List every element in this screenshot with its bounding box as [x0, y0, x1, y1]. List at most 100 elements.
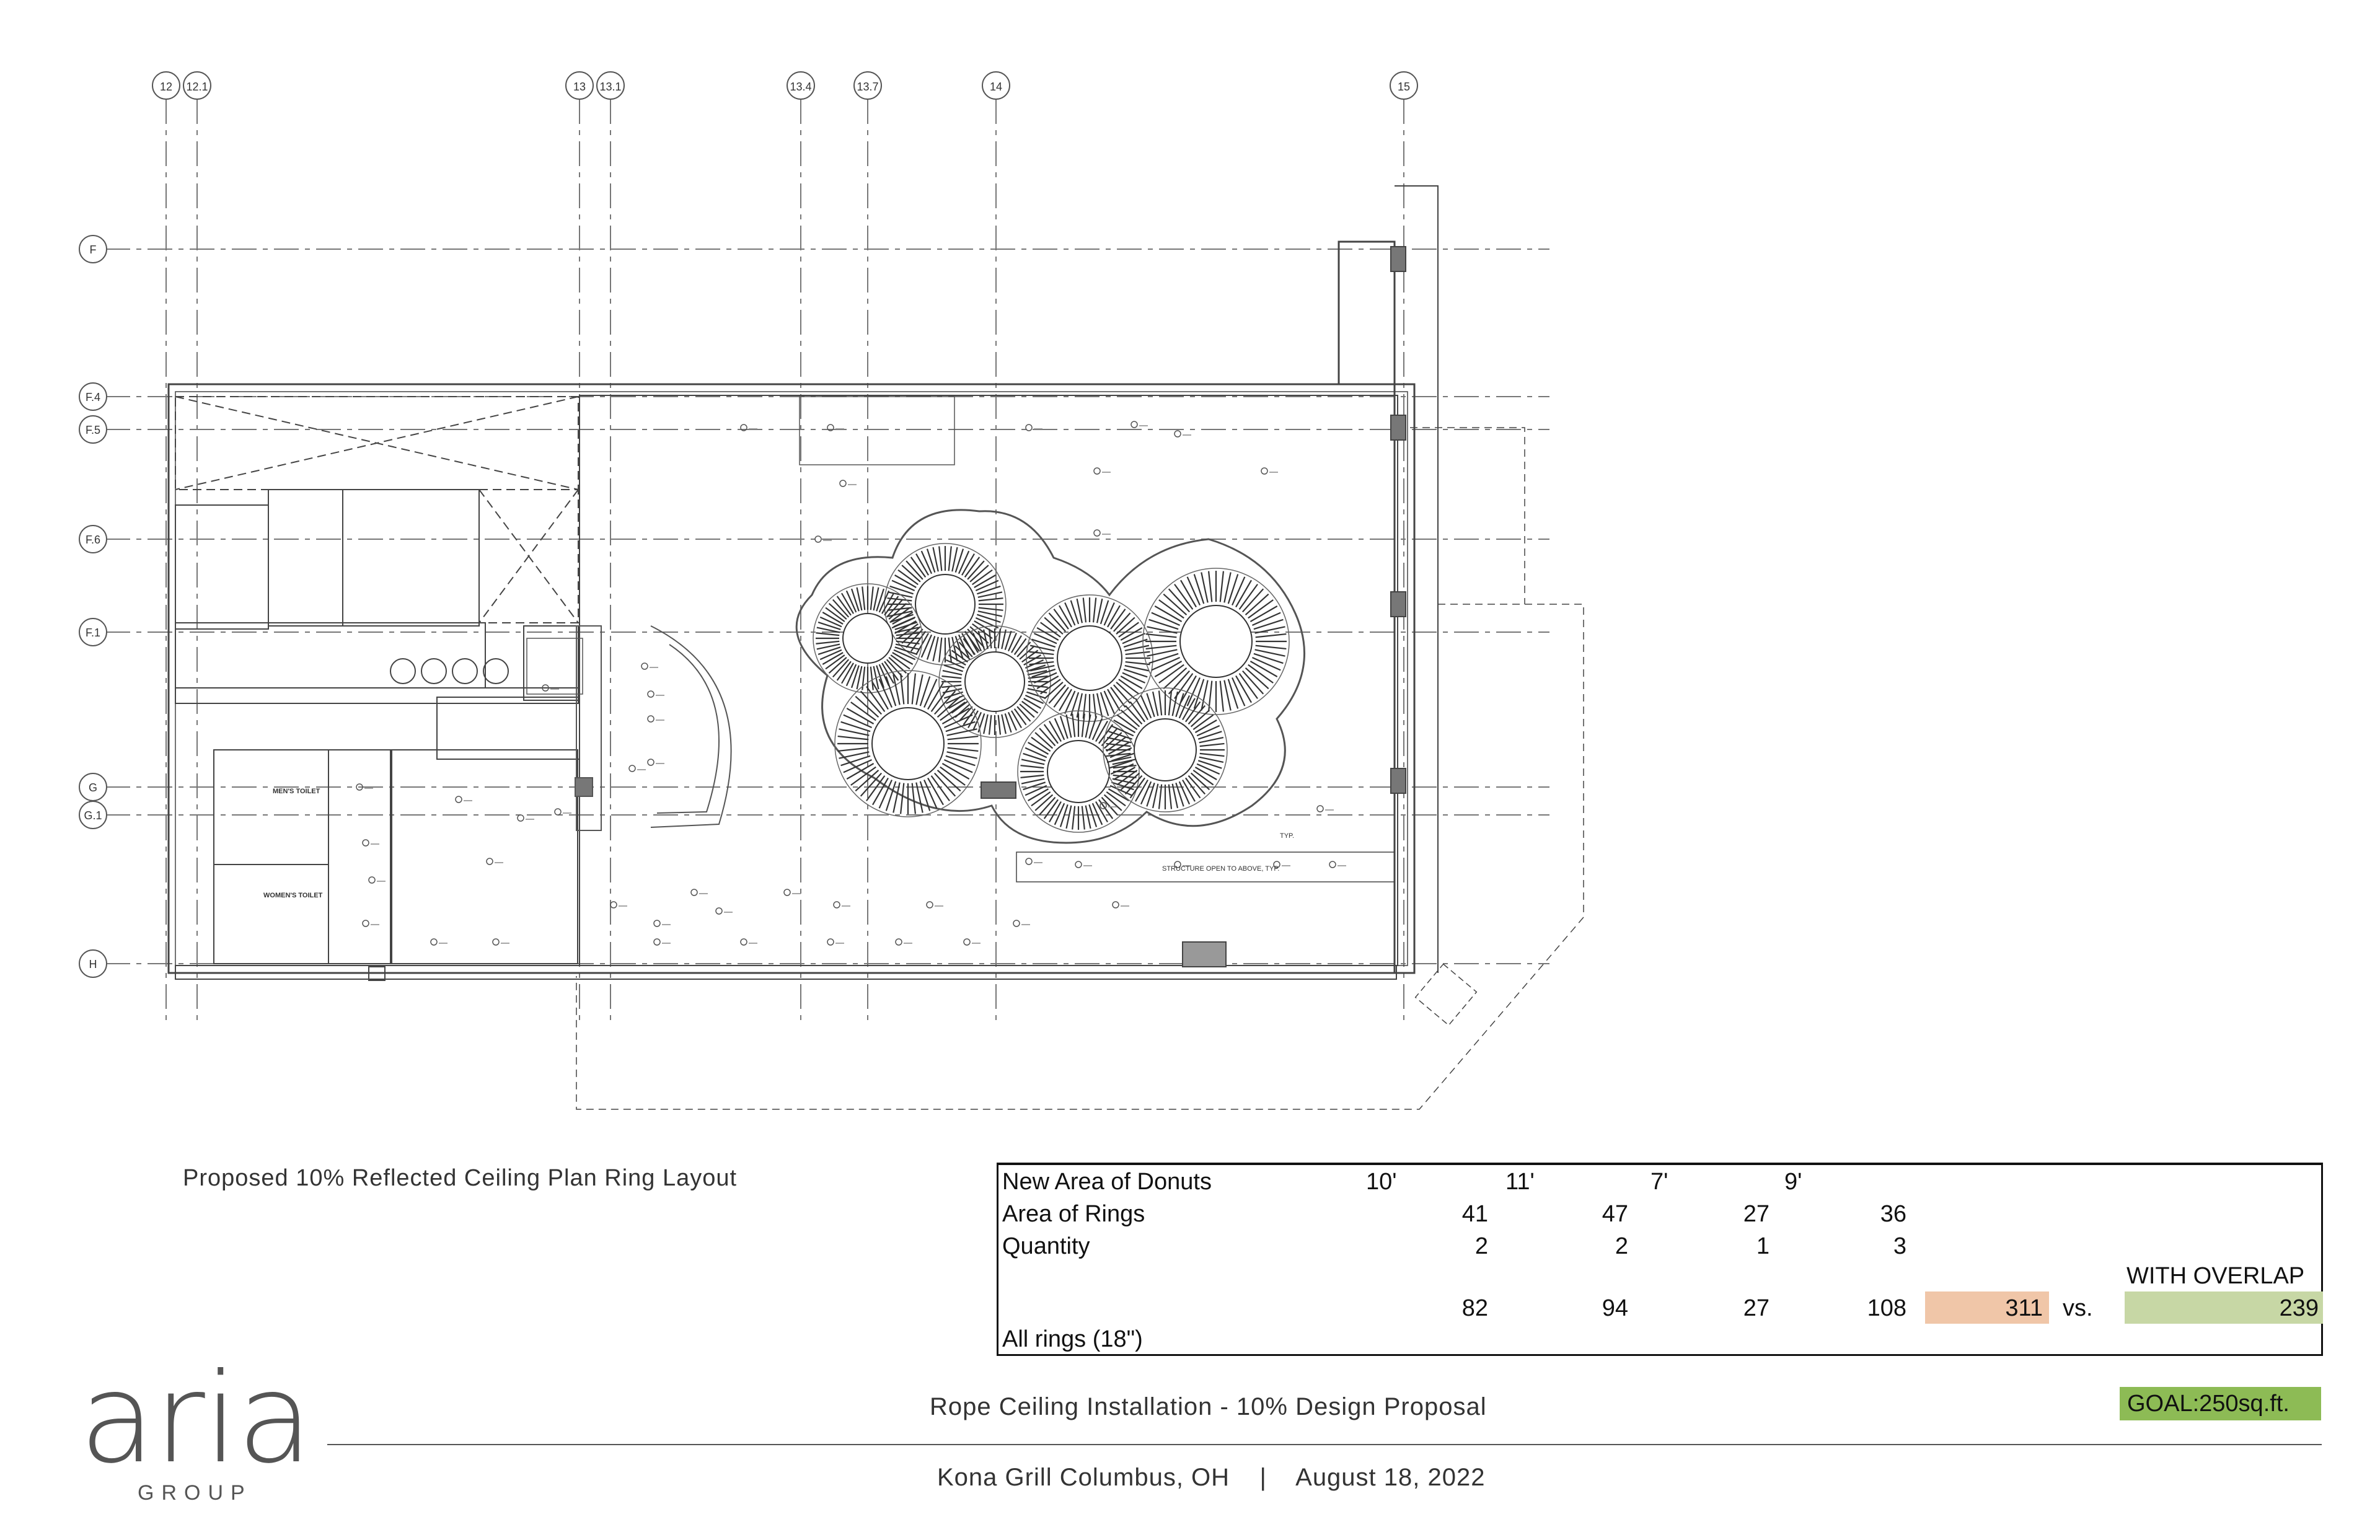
- grid-row-bubble: F.4: [79, 382, 107, 411]
- fixture: [647, 759, 664, 766]
- fixture: [1075, 861, 1092, 868]
- logo-sub: GROUP: [138, 1481, 252, 1505]
- goal-badge: GOAL:250sq.ft.: [2120, 1387, 2321, 1420]
- fixture: [963, 938, 981, 946]
- footer-label: All rings (18"): [1002, 1326, 1143, 1352]
- womens-toilet-label: WOMEN'S TOILET: [263, 892, 323, 899]
- size-11: 11': [1505, 1169, 1535, 1195]
- fixture: [542, 684, 559, 692]
- area-10: 41: [1461, 1201, 1488, 1227]
- qty-9: 3: [1893, 1233, 1906, 1259]
- grid-column-lines: [165, 99, 1404, 1023]
- vs-label: vs.: [2063, 1295, 2093, 1321]
- fixture: [356, 783, 373, 791]
- storefront-band: [175, 246, 1406, 981]
- fixture: [827, 938, 844, 946]
- rope-ring: [1017, 710, 1140, 833]
- area-label: Area of Rings: [1002, 1201, 1145, 1227]
- fixture: [1174, 861, 1191, 868]
- grand-total: 311: [2005, 1295, 2043, 1321]
- size-9: 9': [1784, 1169, 1802, 1195]
- fixture: [1025, 858, 1042, 865]
- grid-row-bubble: F.6: [79, 525, 107, 553]
- fixture: [492, 938, 509, 946]
- kitchen-rooms: [175, 396, 580, 964]
- mens-toilet-label: MEN'S TOILET: [273, 788, 320, 795]
- grid-row-bubble: G: [79, 773, 107, 801]
- overlap-label: WITH OVERLAP: [2127, 1263, 2305, 1289]
- project-subtitle: Kona Grill Columbus, OH | August 18, 202…: [937, 1464, 1486, 1491]
- grid-col-label: 13: [573, 81, 586, 93]
- area-9: 36: [1880, 1201, 1906, 1227]
- grid-row-lines: [105, 249, 1549, 964]
- fixture: [1316, 805, 1334, 812]
- light-fixtures: [356, 421, 1346, 946]
- fixture: [740, 938, 757, 946]
- grid-col-bubble: 12: [152, 71, 180, 100]
- rope-ring: [938, 625, 1051, 738]
- grid-row-label: F.5: [86, 424, 100, 436]
- bar-counter: [575, 625, 732, 831]
- grid-row-label: H: [89, 958, 97, 970]
- fixture: [628, 765, 646, 772]
- rope-ring: [1103, 687, 1228, 812]
- fixture: [1329, 861, 1346, 868]
- project-title: Rope Ceiling Installation - 10% Design P…: [930, 1393, 1487, 1420]
- fixture: [895, 938, 912, 946]
- grid-row-label: F.4: [86, 391, 100, 403]
- qty-11: 2: [1615, 1233, 1628, 1259]
- fixture: [455, 796, 472, 803]
- grid-col-label: 12.1: [186, 81, 208, 93]
- rope-ring: [1026, 594, 1153, 722]
- size-10: 10': [1366, 1169, 1397, 1195]
- total-9: 108: [1867, 1295, 1906, 1321]
- fixture: [1025, 424, 1042, 431]
- overlap-total: 239: [2279, 1295, 2319, 1321]
- grid-col-bubble: 12.1: [183, 71, 211, 100]
- ring-cloud-outline: [795, 509, 1306, 844]
- fixture: [1093, 467, 1111, 475]
- overlap-area-highlight: [2125, 1291, 2323, 1324]
- total-10: 82: [1461, 1295, 1488, 1321]
- fixture: [740, 424, 757, 431]
- stairs: [526, 396, 955, 695]
- grid-col-bubble: 13.4: [787, 71, 815, 100]
- fixture: [647, 715, 664, 723]
- fixture: [1130, 421, 1148, 428]
- fixture: [1112, 901, 1129, 909]
- grid-col-bubble: 15: [1390, 71, 1418, 100]
- fixture: [690, 889, 708, 896]
- grid-col-label: 14: [990, 81, 1002, 93]
- qty-7: 1: [1756, 1233, 1770, 1259]
- size-7: 7': [1651, 1169, 1668, 1195]
- ring-area-summary-table: New Area of Donuts 10' 11' 7' 9' Area of…: [997, 1163, 2323, 1356]
- grid-row-label: F.6: [86, 534, 100, 546]
- grid-row-bubble: G.1: [79, 801, 107, 829]
- grid-row-bubbles: F F.4F.5F.6F.1G G.1H: [79, 235, 107, 978]
- area-11: 47: [1602, 1201, 1628, 1227]
- quantity-label: Quantity: [1002, 1233, 1090, 1259]
- fixture: [1174, 430, 1191, 438]
- fixture: [486, 858, 503, 865]
- fixture: [1093, 529, 1111, 537]
- fixture: [368, 876, 386, 884]
- rope-rings: [813, 543, 1290, 833]
- fixture: [1261, 467, 1278, 475]
- fixture: [554, 808, 571, 816]
- total-area-highlight: [1925, 1291, 2049, 1324]
- grid-col-label: 15: [1398, 81, 1410, 93]
- grid-row-bubble: F.5: [79, 415, 107, 444]
- grid-col-label: 12: [160, 81, 172, 93]
- fixture: [783, 889, 801, 896]
- typ-note: TYP.: [1280, 832, 1294, 840]
- grid-row-bubble: F: [79, 235, 107, 263]
- grid-col-label: 13.1: [599, 81, 621, 93]
- grid-row-label: G: [89, 781, 97, 794]
- aria-group-logo: aria GROUP: [74, 1357, 322, 1506]
- title-rule: [327, 1444, 2322, 1445]
- grid-row-bubble: F.1: [79, 618, 107, 646]
- grid-col-bubble: 14: [982, 71, 1010, 100]
- fixture: [715, 907, 733, 915]
